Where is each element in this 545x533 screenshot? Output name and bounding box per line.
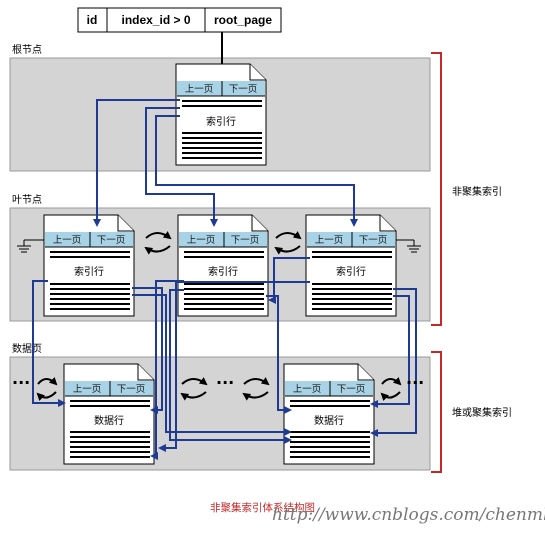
leaf3-to-data1-link <box>158 281 310 452</box>
data-level-label: 数据页 <box>12 342 42 355</box>
leaf-index-page-2: 上一页 下一页 索引行 <box>177 214 269 317</box>
ellipsis-right: ··· <box>406 373 424 392</box>
leaf2-to-data1-link <box>150 280 184 460</box>
header-cell-index-id <box>106 7 206 33</box>
data1-data-row-label: 数据行 <box>94 414 124 427</box>
data2-next-label: 下一页 <box>337 384 366 395</box>
data-sibling-swirls <box>36 376 402 402</box>
leaf-index-page-3: 上一页 下一页 索引行 <box>305 214 397 317</box>
leaf1-index-row-label: 索引行 <box>74 265 104 278</box>
root-prev-label: 上一页 <box>185 84 214 95</box>
root-to-leaf3-link <box>155 115 358 227</box>
root-next-label: 下一页 <box>229 84 258 95</box>
ground-symbol-right <box>396 239 421 253</box>
leaf-sibling-swirls <box>144 231 302 255</box>
nonclustered-bracket <box>431 52 442 326</box>
root-to-leaf1-link <box>93 99 180 227</box>
root-level-label: 根节点 <box>12 43 42 56</box>
leaf3-to-data2-link-a <box>370 288 417 437</box>
leaf3-index-row-label: 索引行 <box>336 265 366 278</box>
root-index-page: 上一页 下一页 索引行 <box>175 63 267 166</box>
header-index-id-text: index_id > 0 <box>121 13 190 27</box>
data-page-2: 上一页 下一页 数据行 <box>283 363 375 465</box>
heap-clustered-bracket <box>431 351 442 473</box>
data2-data-row-label: 数据行 <box>314 414 344 427</box>
diagram-caption: 非聚集索引体系结构图 <box>210 501 315 514</box>
leaf2-prev-label: 上一页 <box>187 235 216 246</box>
sysindexes-row: id index_id > 0 root_page <box>77 7 282 33</box>
header-id-text: id <box>87 13 98 27</box>
nonclustered-index-label: 非聚集索引 <box>452 185 502 198</box>
leaf-level-label: 叶节点 <box>12 194 42 206</box>
ground-symbol-left <box>17 239 44 253</box>
leaf1-to-data1-link-a <box>32 280 66 407</box>
data1-next-label: 下一页 <box>117 384 146 395</box>
leaf1-to-data2-link <box>132 294 292 436</box>
heap-or-clustered-label: 堆或聚集索引 <box>452 406 512 419</box>
leaf-index-page-1: 上一页 下一页 索引行 <box>43 214 135 317</box>
leaf3-prev-label: 上一页 <box>315 235 344 246</box>
leaf2-next-label: 下一页 <box>231 235 260 246</box>
ellipsis-middle: ··· <box>216 373 234 392</box>
header-root-page-text: root_page <box>214 13 272 27</box>
leaf1-prev-label: 上一页 <box>53 235 82 246</box>
root-index-row-label: 索引行 <box>206 115 236 128</box>
leaf2-index-row-label: 索引行 <box>208 265 238 278</box>
watermark-url: http://www.cnblogs.com/chenmh/ <box>272 505 545 525</box>
root-to-leaf2-link <box>145 107 218 227</box>
data-page-1: 上一页 下一页 数据行 <box>63 363 155 465</box>
leaf3-to-leaf2-link <box>268 257 310 304</box>
data2-prev-label: 上一页 <box>293 384 322 395</box>
leaf1-next-label: 下一页 <box>97 235 126 246</box>
header-cell-root-page <box>204 7 282 33</box>
leaf3-to-data2-link-b <box>370 295 410 408</box>
ellipsis-left: ··· <box>12 373 30 392</box>
leaf3-next-label: 下一页 <box>359 235 388 246</box>
data1-prev-label: 上一页 <box>73 384 102 395</box>
